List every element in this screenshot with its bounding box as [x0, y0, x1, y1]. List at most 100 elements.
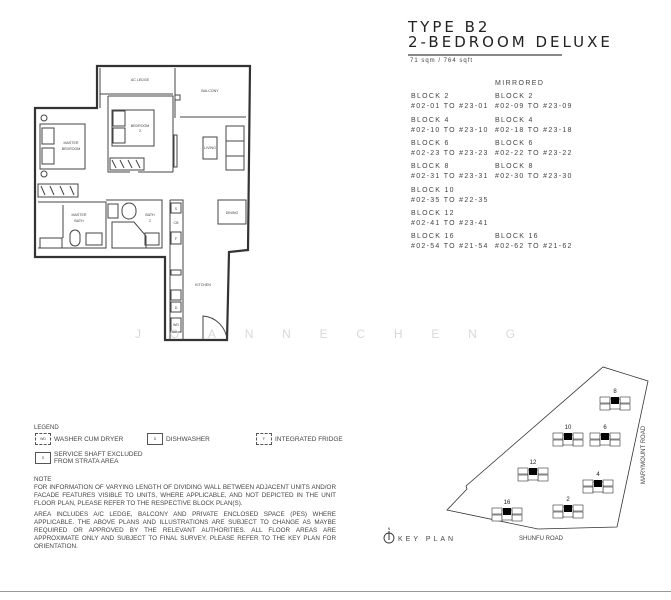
- block-entry: BLOCK 2 #02-09 TO #23-09: [495, 92, 585, 112]
- unit-range: #02-41 TO #23-41: [411, 220, 489, 227]
- washer-icon: WD: [35, 433, 51, 445]
- block-name: BLOCK 8: [411, 163, 450, 170]
- unit-range: #02-01 TO #23-01: [411, 103, 489, 110]
- sofa: [225, 125, 245, 171]
- block-name: BLOCK 6: [495, 140, 534, 147]
- bedroom2-bed: [111, 109, 155, 147]
- watermark-letter: H: [393, 327, 403, 341]
- block-entry: BLOCK 4 #02-10 TO #23-10: [411, 116, 501, 136]
- block-entry: BLOCK 16 #02-62 TO #21-62: [495, 232, 585, 252]
- block-name: BLOCK 8: [495, 163, 534, 170]
- block-entry: BLOCK 2#02-01 TO #23-01: [411, 92, 501, 112]
- entrance-door: [202, 315, 228, 341]
- bedroom2-wardrobe: [109, 157, 145, 171]
- block-name: BLOCK 16: [495, 233, 539, 240]
- legend-item-dishwasher: D DISHWASHER: [147, 433, 210, 445]
- shower-tray: [39, 237, 63, 249]
- block-name: BLOCK 2: [495, 93, 534, 100]
- block-name: BLOCK 6: [411, 140, 450, 147]
- living-table: [202, 136, 218, 160]
- block-name: BLOCK 4: [411, 117, 450, 124]
- block-name: BLOCK 12: [411, 210, 455, 217]
- unit-title: TYPE B2 2-BEDROOM DELUXE: [408, 20, 613, 50]
- block-entry: BLOCK 8 #02-31 TO #23-31: [411, 162, 501, 182]
- unit-range: #02-30 TO #23-30: [495, 173, 573, 180]
- block-name: BLOCK 4: [495, 117, 534, 124]
- label-master-bedroom: MASTER: [64, 141, 79, 145]
- unit-highlight: [611, 397, 619, 404]
- block-number: 2: [566, 497, 570, 503]
- block-entry: BLOCK 8 #02-30 TO #23-30: [495, 162, 585, 182]
- north-label: N: [388, 527, 391, 531]
- legend-label: DISHWASHER: [166, 435, 210, 443]
- unit-range: #02-09 TO #23-09: [495, 103, 573, 110]
- block-entry: BLOCK 16#02-54 TO #21-54: [411, 232, 501, 252]
- unit-range: #02-54 TO #21-54: [411, 243, 489, 250]
- service-shaft-icon: S: [35, 452, 51, 464]
- legend-title: LEGEND: [34, 425, 59, 431]
- label-shaft: S: [175, 207, 178, 211]
- block-entry: BLOCK 6#02-22 TO #23-22: [495, 139, 585, 159]
- key-plan-title: KEY PLAN: [398, 536, 456, 543]
- note-paragraph: FOR INFORMATION OF VARYING LENGTH OF DIV…: [34, 484, 336, 507]
- label-bedroom2: BEDROOM: [131, 124, 150, 128]
- watermark-letter: N: [244, 327, 254, 341]
- unit-highlight: [601, 433, 609, 440]
- label-dishwasher: D: [175, 306, 178, 310]
- watermark-letter: N: [468, 327, 477, 341]
- note-title: NOTE: [34, 476, 52, 483]
- block-number: 4: [596, 472, 600, 478]
- label-balcony: BALCONY: [201, 89, 219, 93]
- unit-range: #02-10 TO #23-10: [411, 127, 489, 134]
- label-master-bath-2: BATH: [74, 219, 84, 223]
- legend-item-washer: WD WASHER CUM DRYER: [35, 433, 123, 445]
- unit-range: #02-31 TO #23-31: [411, 173, 489, 180]
- master-bed: [39, 123, 86, 170]
- key-plan-block: 16: [491, 500, 523, 522]
- key-plan-block: 4: [582, 472, 614, 494]
- key-plan-block: 6: [589, 425, 621, 447]
- balcony-wall: [174, 68, 246, 118]
- unit-range: #02-23 TO #23-23: [411, 150, 489, 157]
- label-cb: CB: [174, 221, 180, 225]
- dining-table: [217, 199, 247, 225]
- unit-range: #02-35 TO #22-35: [411, 197, 489, 204]
- block-entry: BLOCK 10#02-35 TO #22-35: [411, 186, 501, 206]
- label-master-bath: MASTER: [72, 213, 87, 217]
- note: NOTE FOR INFORMATION OF VARYING LENGTH O…: [34, 476, 336, 554]
- unit-area: 71 sqm / 764 sqft: [410, 58, 474, 64]
- bath2-wall: [106, 199, 163, 249]
- legend-label: WASHER CUM DRYER: [54, 435, 124, 443]
- north-icon: N: [383, 527, 395, 544]
- unit-highlight: [564, 505, 572, 512]
- unit-highlight: [503, 508, 511, 515]
- label-bath2-num: 2: [149, 219, 151, 223]
- unit-range: #02-62 TO #21-62: [495, 243, 573, 250]
- watermark-letter: E: [319, 327, 328, 341]
- key-plan-block: 12: [517, 460, 549, 482]
- fridge-icon: F: [256, 433, 272, 445]
- block-number: 10: [565, 425, 572, 431]
- mirrored-label: MIRRORED: [495, 80, 545, 87]
- unit-type: TYPE B2: [408, 18, 491, 36]
- title-divider: [408, 54, 562, 56]
- label-washer: WD: [173, 323, 179, 327]
- outer-wall: [33, 64, 252, 342]
- label-bath2: BATH: [145, 213, 155, 217]
- watermark-letter: G: [505, 327, 515, 341]
- room-labels: AC LEDGE BALCONY BEDROOM 2 MASTER BEDROO…: [62, 78, 239, 327]
- key-plan-block: 10: [552, 425, 584, 447]
- legend-item-fridge: F INTEGRATED FRIDGE: [256, 433, 343, 445]
- footer-divider: [0, 591, 671, 592]
- label-kitchen: KITCHEN: [195, 283, 211, 287]
- block-entry: BLOCK 6 #02-23 TO #23-23: [411, 139, 501, 159]
- block-number: 8: [613, 389, 617, 395]
- watermark-letter: J: [135, 327, 141, 341]
- master-bath-wall: [38, 201, 107, 249]
- unit-name: 2-BEDROOM DELUXE: [408, 33, 613, 51]
- legend-item-shaft: S SERVICE SHAFT EXCLUDED FROM STRATA ARE…: [35, 451, 144, 465]
- unit-highlight: [564, 433, 572, 440]
- block-entry: BLOCK 12 #02-41 TO #23-41: [411, 209, 501, 229]
